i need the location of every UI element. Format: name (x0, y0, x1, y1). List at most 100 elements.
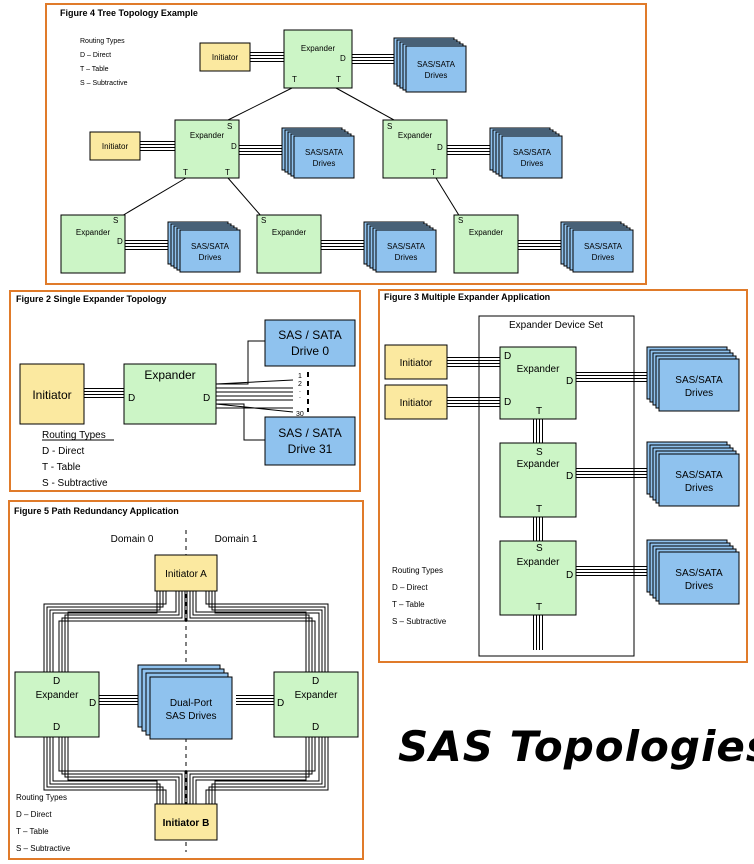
fig5-initiator-b (154, 803, 218, 841)
fig3-expander-1-port: D (504, 397, 511, 408)
fig5-link (208, 737, 326, 804)
fig2-expander (123, 363, 217, 425)
fig4-expander-l2 (256, 214, 322, 274)
fig5-link (186, 737, 316, 804)
fig4-routing: D – Direct (80, 52, 111, 59)
main-title: SAS Topologies (398, 722, 754, 771)
fig2-initiator-label: Initiator (32, 388, 71, 402)
fig5-link (195, 737, 307, 804)
fig4-routing: Routing Types (80, 38, 125, 45)
fig5-initiator-a-label: Initiator A (165, 569, 207, 580)
fig5-expander-left (14, 671, 100, 738)
fig5-expander-right (273, 671, 359, 738)
fig5-link (58, 591, 186, 672)
fig3-drives-1-label: Drives (685, 388, 713, 399)
fig4-drives-l2-label: Drives (395, 253, 418, 262)
fig5-expander-left-port: D (53, 676, 60, 687)
fig4-drives-l3-layer (572, 229, 634, 273)
fig5-link (211, 591, 323, 672)
fig3-expander-2-port: T (536, 504, 542, 515)
fig4-initiator-top (199, 42, 251, 72)
fig5-link (49, 737, 161, 804)
fig5-link (64, 737, 180, 804)
fig2-port-number: 1 (298, 373, 302, 380)
fig2-link (216, 403, 265, 441)
fig3-expander-3 (499, 540, 577, 616)
fig4-expander-left-port: S (227, 122, 232, 131)
fig4-drives-right-layer (501, 135, 563, 179)
fig4-expander-l3-port: S (458, 216, 463, 225)
fig5-dual-port-drives-layer (149, 676, 233, 740)
fig3-drives-2-label: Drives (685, 483, 713, 494)
fig5-link (189, 591, 313, 672)
fig5-dual-port-drives-label: Dual-Port (170, 698, 212, 709)
fig3-frame (378, 289, 748, 663)
fig5-link (43, 591, 167, 672)
fig4-drives-l1-layer (179, 229, 241, 273)
fig3-drives-3-layer (658, 551, 740, 605)
fig3-drives-2-layer (658, 453, 740, 507)
fig4-expander-left-port: T (225, 168, 230, 177)
fig4-drives-l3-label: SAS/SATA (584, 242, 623, 251)
fig5-routing: Routing Types (16, 793, 67, 802)
fig5-expander-right-label: Expander (295, 690, 338, 701)
fig5-link (205, 737, 329, 804)
fig4-drives-left-label: SAS/SATA (305, 148, 344, 157)
fig4-expander-l2-label: Expander (272, 228, 307, 237)
fig5-link (58, 737, 186, 804)
fig2-routing: S - Subtractive (42, 478, 108, 489)
fig4-initiator-mid (89, 131, 141, 161)
fig2-drive-0-label: Drive 0 (291, 344, 329, 358)
fig3-expander-1-port: D (566, 376, 573, 387)
fig5-domain-0: Domain 0 (111, 534, 154, 545)
fig4-drives-l2-label: SAS/SATA (387, 242, 426, 251)
fig5-expander-right-port: D (312, 676, 319, 687)
fig5-link (46, 737, 164, 804)
fig3-expander-1 (499, 346, 577, 420)
fig3-initiator-2-label: Initiator (400, 398, 433, 409)
fig3-initiator-1-label: Initiator (400, 358, 433, 369)
fig4-drives-l3-label: Drives (592, 253, 615, 262)
fig3-routing: D – Direct (392, 583, 428, 592)
fig3-title: Figure 3 Multiple Expander Application (384, 292, 550, 302)
fig4-expander-root (283, 29, 353, 89)
fig4-expander-left (174, 119, 240, 179)
fig4-drives-l1-label: SAS/SATA (191, 242, 230, 251)
fig5-routing: S – Subtractive (16, 844, 71, 853)
fig5-title: Figure 5 Path Redundancy Application (14, 506, 179, 516)
fig5-link (67, 737, 177, 804)
fig2-port-number: . (299, 393, 301, 400)
fig5-link (46, 591, 164, 672)
fig3-expander-2 (499, 442, 577, 518)
fig5-link (61, 737, 183, 804)
fig5-expander-left-port: D (89, 698, 96, 709)
fig5-link (49, 591, 161, 672)
fig5-link (43, 737, 167, 804)
fig4-expander-l1 (60, 214, 126, 274)
fig4-drives-root-layer (405, 45, 467, 93)
fig3-initiator-1 (384, 344, 448, 380)
fig4-expander-l1-label: Expander (76, 228, 111, 237)
fig2-drive-31-label: SAS / SATA (278, 426, 342, 440)
fig5-initiator-a (154, 554, 218, 592)
fig4-tree-link (227, 177, 263, 218)
fig5-initiator-b-label: Initiator B (163, 818, 210, 829)
fig2-initiator (19, 363, 85, 425)
fig4-drives-l1-label: Drives (199, 253, 222, 262)
fig4-title: Figure 4 Tree Topology Example (60, 8, 198, 18)
fig5-routing: T – Table (16, 827, 49, 836)
fig4-drives-root-label: SAS/SATA (417, 60, 456, 69)
fig3-expander-2-port: S (536, 447, 543, 458)
fig4-drives-l2-layer (375, 229, 437, 273)
fig2-drive-31 (264, 416, 356, 466)
fig5-expander-left-port: D (53, 722, 60, 733)
fig5-expander-left-label: Expander (36, 690, 79, 701)
fig2-port-number: . (299, 387, 301, 394)
fig5-link (64, 591, 180, 672)
fig2-routing: Routing Types (42, 430, 106, 441)
fig3-expander-1-port: D (504, 351, 511, 362)
fig2-drive-0-label: SAS / SATA (278, 328, 342, 342)
fig4-frame (45, 3, 647, 285)
fig3-device-set (478, 315, 635, 657)
